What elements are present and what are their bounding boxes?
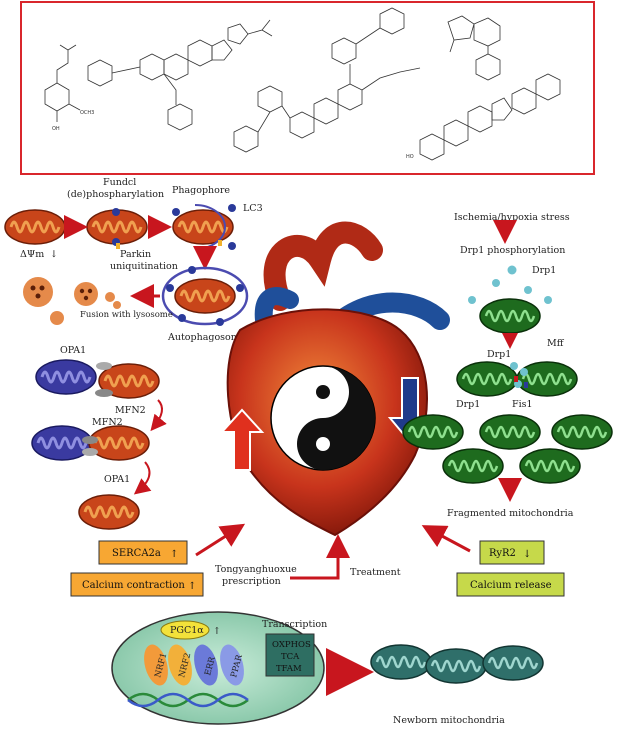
lysosome-cluster [23, 277, 121, 325]
yin-yang-icon [270, 365, 376, 471]
label-drp1-low: Drp1 [456, 399, 480, 410]
label-transcription: Transcription [262, 619, 327, 630]
dna-helix-icon [127, 692, 249, 708]
up-arrow-icon: ↑ [170, 549, 178, 560]
label-mfn2-mid: MFN2 [92, 417, 123, 428]
up-arrow-icon: ↑ [188, 581, 196, 592]
down-arrow-icon: ↓ [523, 549, 531, 560]
label-oxphos: OXPHOS [272, 640, 311, 650]
pgc1a-badge [160, 620, 210, 640]
label-newborn-mitochondria: Newborn mitochondria [393, 715, 505, 726]
label-fis1: Fis1 [512, 399, 533, 410]
label-prescription: prescription [222, 576, 281, 587]
label-drp1-mid: Drp1 [487, 349, 511, 360]
label-pgc1a: PGC1α [170, 625, 204, 636]
mito-newborn-2 [424, 647, 488, 685]
label-ubiquitination: uniquitination [110, 261, 178, 272]
chemical-structures-panel: OH OCH3 [20, 1, 595, 175]
down-arrow-icon: ↓ [50, 249, 58, 260]
label-dephosphorylation: (de)phospharylation [67, 189, 164, 200]
label-drp1-top: Drp1 [532, 265, 556, 276]
fission-pathway: Ischemia/hypoxia stress Drp1 phosphoryla… [401, 212, 614, 519]
mito-fragment-2 [478, 413, 542, 451]
drp1-cluster [468, 265, 552, 304]
ryr2-box [479, 540, 545, 565]
label-ryr2: RyR2 [489, 548, 516, 559]
label-fusion-lysosome: Fusion with lysosome [80, 310, 173, 320]
iridoid-structure [447, 15, 501, 81]
serca-box [98, 540, 188, 565]
label-tongyanghuoxue: Tongyanghuoxue [215, 564, 297, 575]
label-mfn2-top: MFN2 [115, 405, 146, 416]
label-fundc1: Fundcl [103, 177, 136, 188]
label-mff: Mff [547, 338, 565, 349]
diosgenin-structure: HO [406, 73, 561, 161]
astragaloside-structure [87, 19, 273, 131]
label-tfam: TFAM [276, 664, 302, 674]
label-drp1-phosphorylation: Drp1 phosphorylation [460, 245, 565, 256]
mito-orange-fusing [87, 424, 151, 462]
mito-depolarized [3, 208, 67, 246]
label-fragmented-mitochondria: Fragmented mitochondria [447, 508, 574, 519]
calcium-contraction-box [70, 572, 204, 597]
mito-fragment-3 [550, 413, 614, 451]
mito-fragment-5 [518, 447, 582, 485]
mito-blue-fusing [30, 424, 94, 462]
chem-label-ho: HO [406, 154, 414, 160]
label-phagophore: Phagophore [172, 185, 230, 196]
label-treatment: Treatment [350, 567, 401, 578]
mito-fragment-4 [441, 447, 505, 485]
label-serca2a: SERCA2a [112, 548, 161, 559]
mitophagy-pathway: Fundcl (de)phospharylation ΔΨm ↓ Parkin … [3, 177, 263, 343]
label-calcium-release: Calcium release [470, 580, 552, 591]
label-autophagosome: Autophagosome [167, 332, 246, 343]
chem-label-oh: OH [52, 126, 60, 132]
mito-in-autophagosome [173, 277, 237, 315]
heart-illustration [219, 221, 450, 537]
label-parkin: Parkin [120, 249, 151, 260]
label-opa1-bottom: OPA1 [104, 474, 130, 485]
autophagosome-membrane [161, 266, 249, 326]
label-opa1-top: OPA1 [60, 345, 86, 356]
biogenesis-section: PGC1α ↑ NRF1 NRF2 ERR PPAR Transcription… [111, 611, 545, 726]
mito-newborn-1 [369, 643, 433, 681]
ginsenoside-structure [233, 7, 421, 153]
mito-fragment-1 [401, 413, 465, 451]
treatment-section: SERCA2a ↑ Calcium contraction ↑ Tongyang… [70, 523, 565, 597]
label-ischemia-stress: Ischemia/hypoxia stress [454, 212, 570, 223]
label-err: ERR [203, 655, 218, 677]
ferulic-acid-structure: OH OCH3 [44, 44, 94, 132]
mito-newborn-3 [481, 644, 545, 682]
up-arrow-icon [219, 408, 265, 471]
chem-frame [20, 1, 595, 175]
mito-fused [77, 493, 141, 531]
chem-label-och3: OCH3 [80, 110, 94, 116]
mito-green-intact [478, 297, 542, 335]
transcription-factors: NRF1 NRF2 ERR PPAR [144, 644, 245, 686]
up-arrow-icon: ↑ [213, 626, 221, 637]
mito-green-right [515, 360, 579, 398]
label-lc3: LC3 [243, 203, 263, 214]
calcium-release-box [456, 572, 565, 597]
label-tca: TCA [281, 652, 300, 662]
mito-blue-top [34, 358, 98, 396]
mito-green-left [455, 360, 519, 398]
transcription-targets-box [265, 633, 315, 677]
fusion-pathway: OPA1 MFN2 MFN2 OPA1 [30, 345, 167, 531]
label-calcium-contraction: Calcium contraction [82, 580, 185, 591]
label-delta-psi: ΔΨm [20, 249, 44, 260]
